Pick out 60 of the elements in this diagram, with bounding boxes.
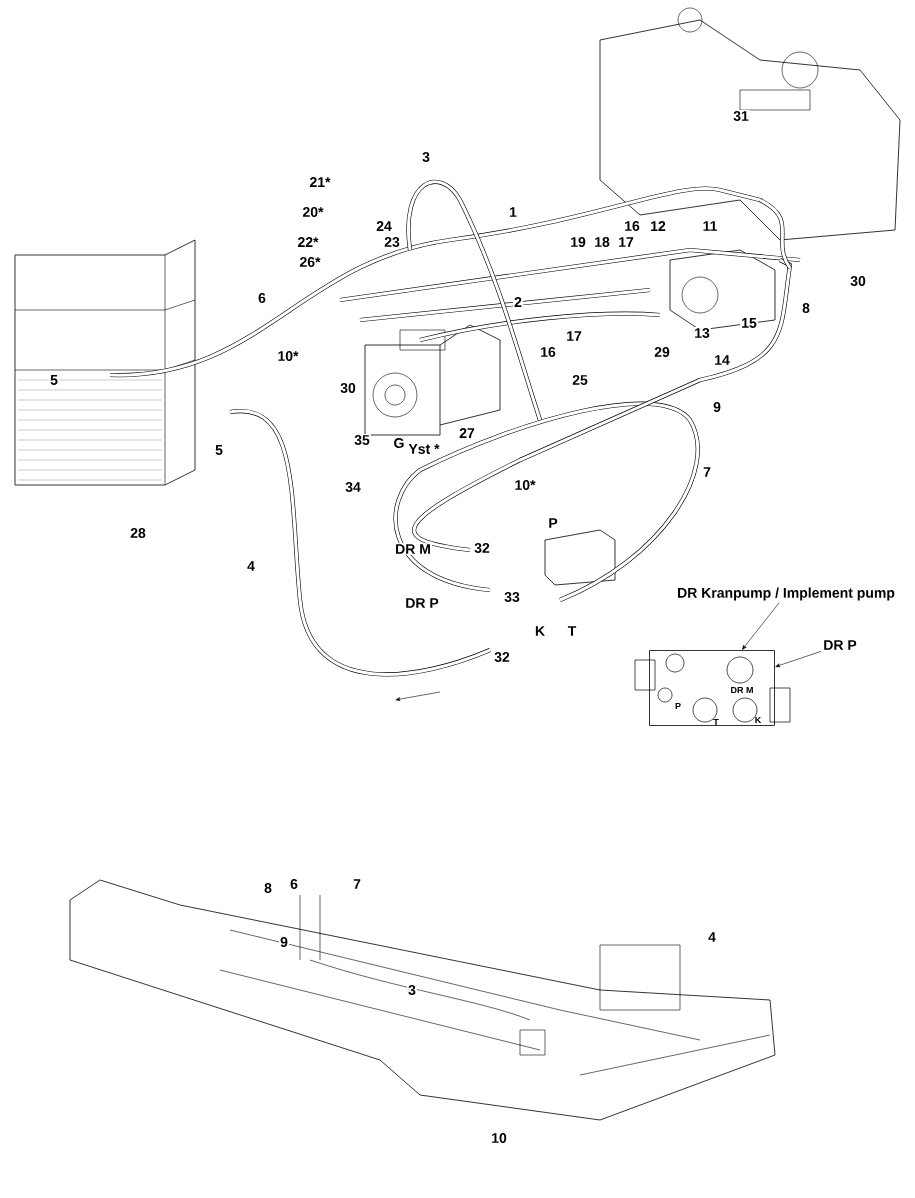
callout-number: 16 <box>539 346 557 358</box>
callout-number: 22* <box>296 236 320 248</box>
callout-number: 30 <box>339 382 357 394</box>
callout-number: 31 <box>732 110 750 122</box>
leader-line <box>775 651 822 668</box>
callout-number: 1 <box>508 206 518 218</box>
callout-number: 7 <box>702 466 712 478</box>
callout-number: 6 <box>289 878 299 890</box>
port-label: K <box>533 625 547 637</box>
leader-line <box>742 602 780 650</box>
callout-number: 32 <box>473 542 491 554</box>
callout-number: 19 <box>569 236 587 248</box>
callout-number: 20* <box>301 206 325 218</box>
callout-number: 4 <box>246 560 256 572</box>
callout-number: 17 <box>617 236 635 248</box>
callout-number: 5 <box>49 374 59 386</box>
callout-number: 30 <box>849 275 867 287</box>
callout-number: 10 <box>490 1132 508 1144</box>
port-label: Yst * <box>407 443 441 455</box>
callout-number: 14 <box>713 354 731 366</box>
callout-number: 4 <box>707 931 717 943</box>
callout-number: 3 <box>421 151 431 163</box>
callout-number: 3 <box>407 984 417 996</box>
callout-number: 26* <box>298 256 322 268</box>
callout-number: 29 <box>653 346 671 358</box>
callout-number: 11 <box>701 220 719 232</box>
callout-number: 24 <box>375 220 393 232</box>
callout-number: 9 <box>712 401 722 413</box>
callout-number: 23 <box>383 236 401 248</box>
callout-number: 27 <box>458 427 476 439</box>
callout-number: 5 <box>214 444 224 456</box>
callout-number: 21* <box>308 176 332 188</box>
callout-number: 9 <box>279 936 289 948</box>
callout-text: DR P <box>824 640 857 650</box>
callout-number: 12 <box>649 220 667 232</box>
callout-number: 28 <box>129 527 147 539</box>
callout-number: 34 <box>344 481 362 493</box>
callout-number: 13 <box>693 327 711 339</box>
callout-number: 32 <box>493 651 511 663</box>
port-label: P <box>547 517 559 529</box>
port-label: T <box>566 625 578 637</box>
callout-number: 7 <box>352 878 362 890</box>
callout-number: 8 <box>801 302 811 314</box>
callout-number: 10* <box>513 479 537 491</box>
port-label: DR P <box>404 597 440 609</box>
callout-number: 33 <box>503 591 521 603</box>
callout-number: 35 <box>353 434 371 446</box>
callout-number: 25 <box>571 374 589 386</box>
callout-number: 16 <box>623 220 641 232</box>
callout-number: 6 <box>257 292 267 304</box>
callout-text: DR Kranpump / Implement pump <box>678 587 895 601</box>
callout-number: 18 <box>593 236 611 248</box>
callout-number: 17 <box>565 330 583 342</box>
callout-number: 10* <box>276 350 300 362</box>
callout-number: 15 <box>740 317 758 329</box>
callout-number: 8 <box>263 882 273 894</box>
port-label: DR M <box>394 543 432 555</box>
port-label: G <box>392 437 406 449</box>
callout-number: 2 <box>513 296 523 308</box>
valve-block: DR M P T K <box>634 650 791 726</box>
